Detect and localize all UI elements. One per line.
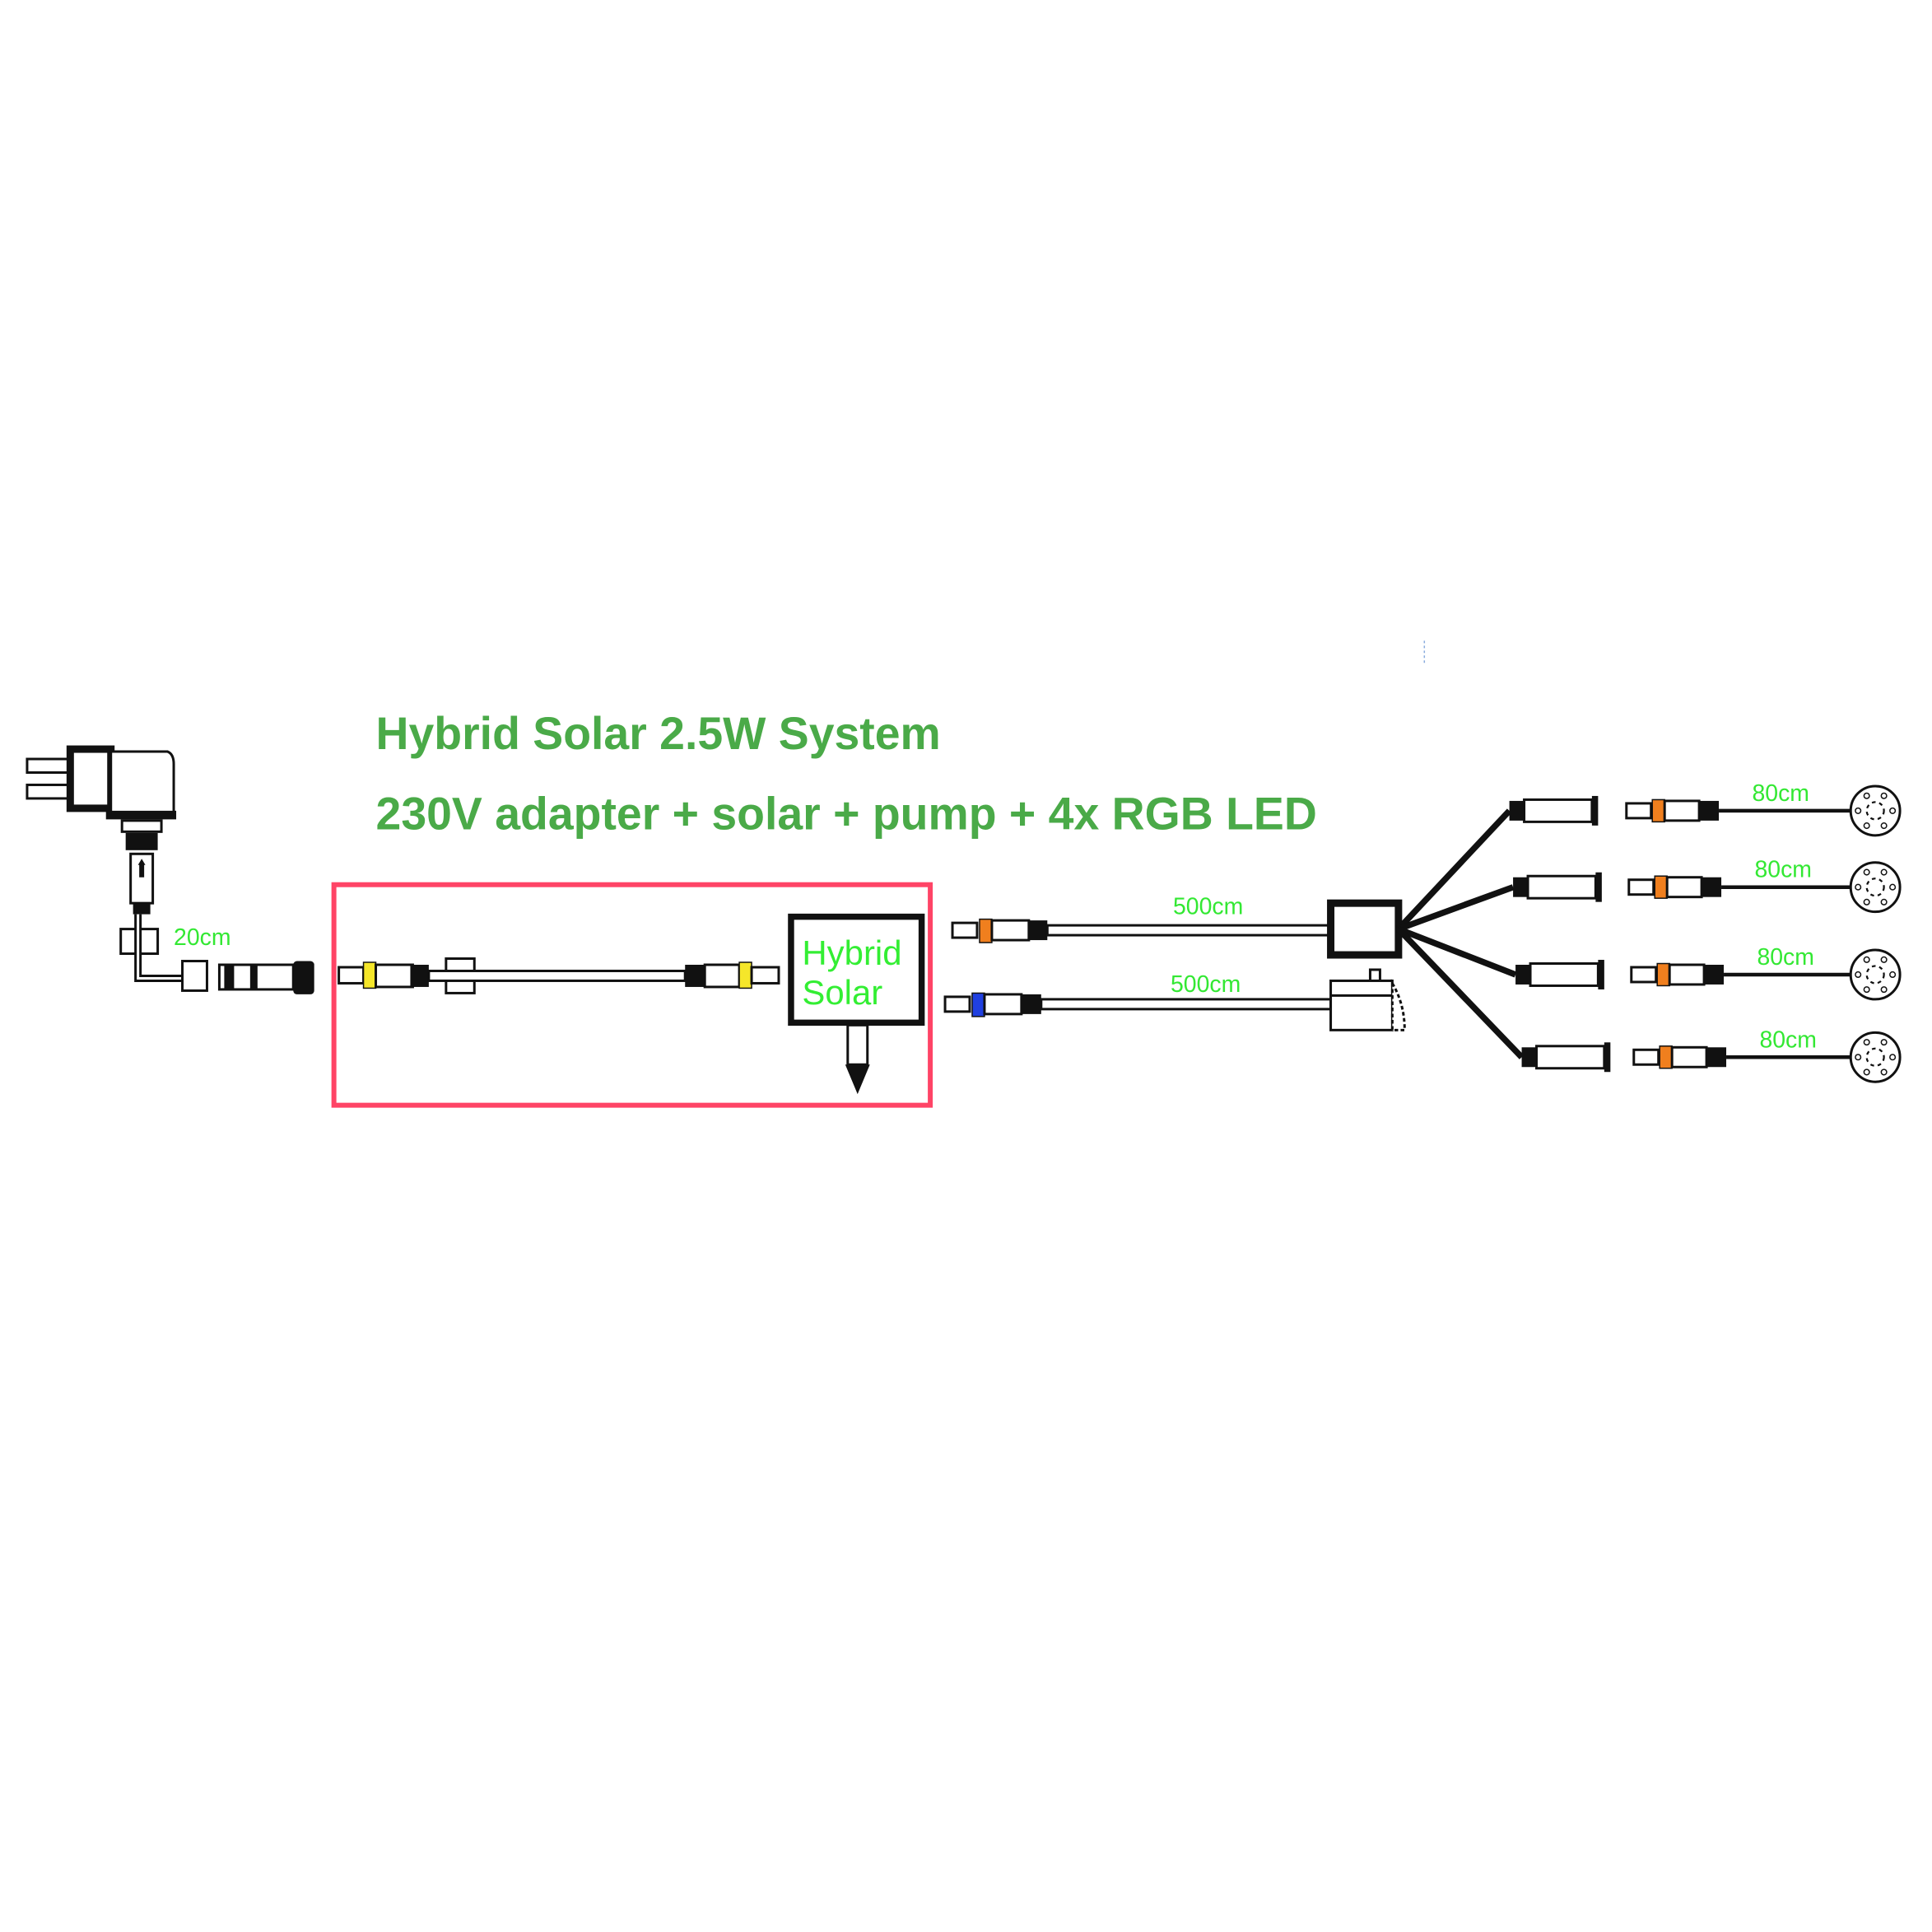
led-branch: 80cm [1397, 926, 1902, 1001]
rgb-led-light [1849, 948, 1902, 1001]
led-screw-hole [1855, 807, 1862, 814]
splitter-cable-length: 500cm [1173, 894, 1243, 920]
male-connector [1665, 876, 1703, 899]
led-screw-hole [1880, 986, 1888, 994]
hybrid-solar-unit [788, 913, 925, 1095]
male-connector-tip [1630, 966, 1658, 984]
female-connector-collar [1515, 965, 1531, 985]
led-screw-hole [1880, 822, 1888, 830]
led-branches: 80cm 80cm 80cm 80cm [1396, 780, 1902, 1083]
male-connector-collar [1702, 877, 1722, 897]
led-cable-length: 80cm [1759, 1027, 1817, 1053]
solar-unit-label-line1: Hybrid [802, 933, 901, 972]
led-screw-hole [1889, 1054, 1897, 1061]
led-screw-hole [1880, 868, 1888, 876]
power-adapter-230v [26, 745, 314, 994]
led-center [1865, 965, 1885, 985]
female-connector [1526, 874, 1597, 900]
pump-cable [943, 992, 1333, 1017]
led-screw-hole [1889, 883, 1897, 891]
led-cable-length: 80cm [1754, 857, 1812, 883]
led-screw-hole [1855, 883, 1862, 891]
female-connector-collar [1521, 1047, 1537, 1068]
led-screw-hole [1880, 1039, 1888, 1046]
connector-color-band [1659, 1045, 1673, 1069]
led-screw-hole [1889, 971, 1897, 979]
led-screw-hole [1880, 956, 1888, 963]
splitter-cable [951, 918, 1333, 943]
rgb-led-light [1849, 1031, 1902, 1083]
connector-color-band [1651, 798, 1665, 823]
diagram-title: Hybrid Solar 2.5W System [376, 708, 941, 759]
pump [1329, 968, 1406, 1031]
splitter-box [1327, 899, 1403, 959]
led-screw-hole [1863, 1039, 1870, 1046]
female-connector-end [1591, 795, 1599, 826]
male-connector [1663, 799, 1701, 822]
led-screw-hole [1880, 898, 1888, 905]
pump-cable-length: 500cm [1171, 971, 1241, 998]
female-connector-end [1604, 1042, 1611, 1073]
led-branch: 80cm [1396, 927, 1902, 1083]
male-connector-tip [1625, 802, 1653, 820]
rgb-led-light [1849, 861, 1902, 914]
female-connector [1529, 962, 1599, 987]
male-connector [1668, 963, 1706, 986]
female-connector-collar [1513, 877, 1529, 897]
led-cable-length: 80cm [1757, 944, 1814, 971]
led-screw-hole [1863, 822, 1870, 830]
led-screw-hole [1855, 971, 1862, 979]
branch-wire [1397, 884, 1515, 933]
led-screw-hole [1855, 1054, 1862, 1061]
male-connector-collar [1706, 1047, 1727, 1068]
led-center [1865, 878, 1885, 897]
led-cable-length: 80cm [1752, 780, 1809, 807]
led-center [1865, 801, 1885, 821]
solar-section-highlight [331, 882, 933, 1108]
led-screw-hole [1889, 807, 1897, 814]
led-branch: 80cm [1397, 857, 1902, 933]
male-connector [1670, 1045, 1708, 1068]
led-screw-hole [1863, 986, 1870, 994]
female-connector [1523, 798, 1594, 823]
male-connector-tip [1627, 878, 1655, 896]
branch-wire [1396, 808, 1512, 932]
solar-unit-label-line2: Solar [802, 973, 882, 1012]
led-screw-hole [1863, 868, 1870, 876]
led-screw-hole [1880, 1068, 1888, 1076]
diagram-subtitle: 230V adapter + solar + pump + 4x RGB LED [376, 788, 1317, 839]
rgb-led-light [1849, 784, 1902, 837]
led-screw-hole [1863, 1068, 1870, 1076]
branch-wire [1396, 927, 1525, 1059]
led-screw-hole [1863, 792, 1870, 799]
branch-wire [1397, 926, 1517, 978]
led-center [1865, 1047, 1885, 1067]
male-connector-collar [1699, 800, 1720, 821]
solar-cable [338, 957, 780, 994]
led-screw-hole [1880, 792, 1888, 799]
connector-color-band [1654, 875, 1668, 899]
led-branch: 80cm [1396, 780, 1902, 932]
female-connector [1535, 1045, 1606, 1070]
connector-color-band [1656, 962, 1670, 987]
male-connector-collar [1704, 965, 1725, 985]
male-connector-tip [1632, 1048, 1660, 1066]
female-connector-end [1595, 872, 1602, 902]
female-connector-end [1598, 960, 1604, 989]
led-screw-hole [1863, 898, 1870, 905]
led-screw-hole [1863, 956, 1870, 963]
female-connector-collar [1509, 800, 1525, 821]
adapter-cable-length: 20cm [174, 924, 231, 951]
